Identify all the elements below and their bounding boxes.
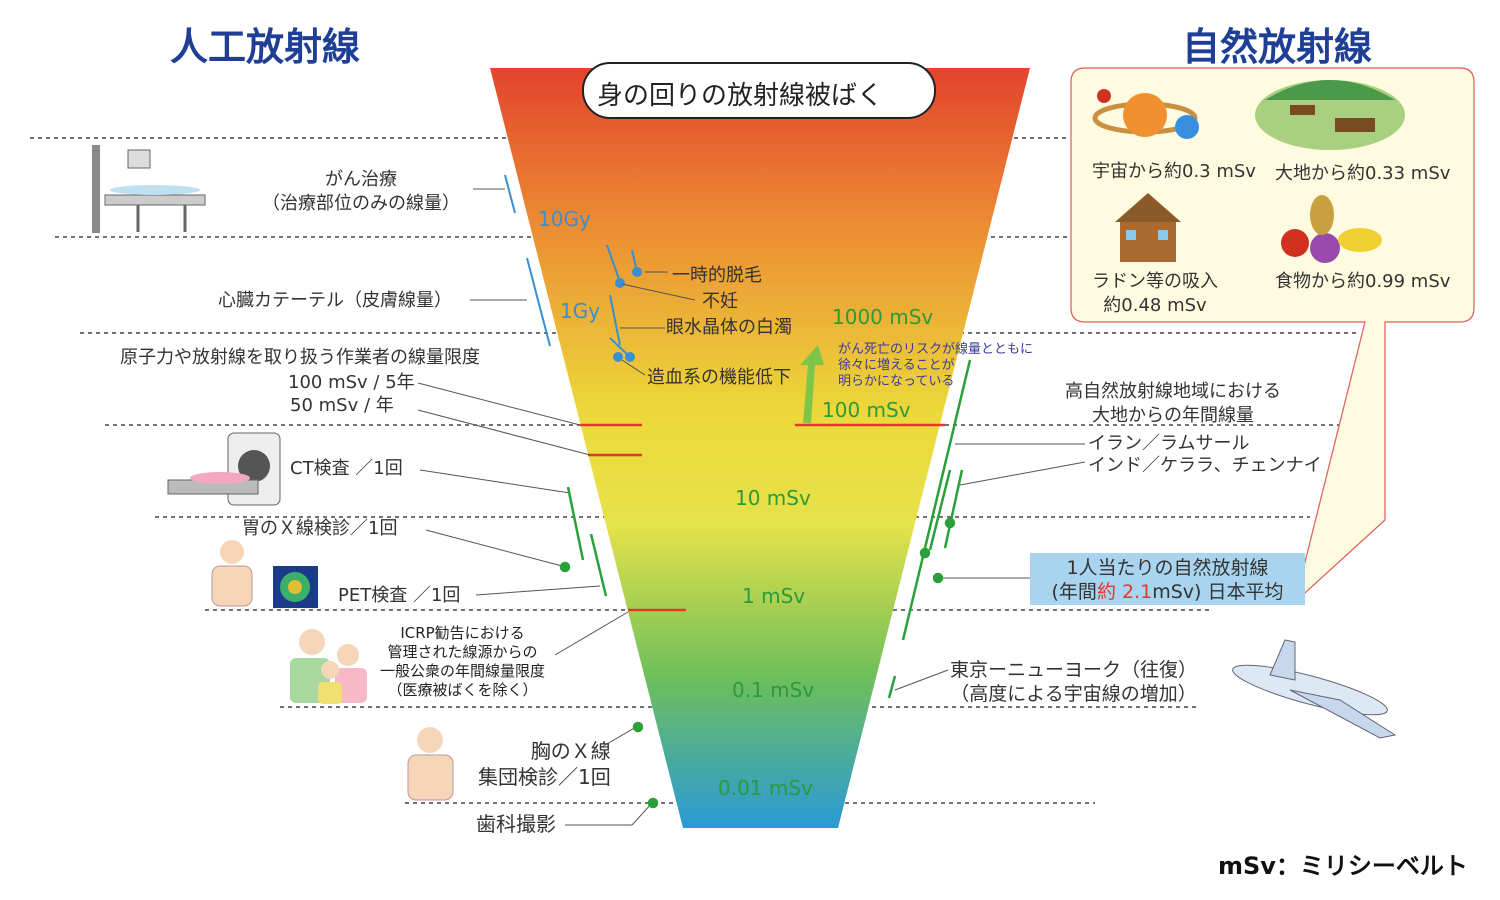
- natural-radiation-title: 自然放射線: [1182, 25, 1373, 69]
- planets-illustration: [1092, 89, 1199, 139]
- label-part: mSv) 日本平均: [1152, 581, 1284, 603]
- worker-limit-title: 原子力や放射線を取り扱う作業者の線量限度: [120, 347, 480, 368]
- house-illustration: [1115, 193, 1181, 262]
- label-line: 胸のＸ線: [530, 739, 611, 763]
- funnel-title: 身の回りの放射線被ばく: [597, 81, 884, 111]
- limit-marks: [580, 423, 945, 612]
- label-line: （治療部位のみの線量）: [262, 193, 460, 214]
- label-line: 高自然放射線地域における: [1065, 381, 1281, 402]
- label-part: (年間: [1051, 581, 1097, 603]
- effect-hair-loss: 一時的脱毛: [672, 265, 762, 286]
- leader-lines: [417, 188, 1086, 826]
- stomach-xray-label: 胃のＸ線検診／1回: [242, 518, 398, 539]
- effect-markers: [504, 174, 642, 362]
- label-line: 一般公衆の年間線量限度: [380, 662, 546, 680]
- label-line: （高度による宇宙線の増加）: [950, 683, 1197, 705]
- chest-xray-label: 胸のＸ線集団検診／1回: [478, 738, 611, 790]
- effect-sterility: 不妊: [702, 291, 738, 312]
- scale-1msv: 1 mSv: [742, 584, 806, 608]
- label-line: 東京ーニューヨーク（往復）: [950, 659, 1198, 681]
- space-radiation-label: 宇宙から約0.3 mSv: [1092, 161, 1256, 182]
- person-illustration: [211, 540, 253, 607]
- average-box: [1030, 553, 1305, 605]
- scale-1gy: 1Gy: [560, 299, 601, 323]
- label-line: がん治療: [325, 169, 397, 190]
- risk-arrow: [800, 345, 824, 423]
- average-value: 約 2.1: [1096, 581, 1153, 603]
- family-illustration: [290, 629, 367, 704]
- ground-radiation-label: 大地から約0.33 mSv: [1275, 163, 1451, 184]
- effect-cataract: 眼水晶体の白濁: [666, 317, 792, 338]
- japan-average-label: 1人当たりの自然放射線 (年間約 2.1mSv) 日本平均: [1040, 556, 1295, 604]
- dose-funnel: [490, 68, 1030, 828]
- cancer-risk-note: がん死亡のリスクが線量とともに徐々に増えることが明らかになっている: [838, 342, 1033, 390]
- label-line: 約0.48 mSv: [1103, 295, 1207, 316]
- flight-label: 東京ーニューヨーク（往復）（高度による宇宙線の増加）: [950, 658, 1197, 706]
- horses-landscape-illustration: [1255, 80, 1405, 150]
- label-line: 管理された線源からの: [387, 643, 538, 661]
- risk-line: 徐々に増えることが: [838, 358, 955, 373]
- pet-label: PET検査 ／1回: [338, 585, 461, 606]
- food-radiation-label: 食物から約0.99 mSv: [1275, 271, 1451, 292]
- label-line: 1人当たりの自然放射線: [1066, 557, 1269, 579]
- label-line: ICRP勧告における: [400, 624, 525, 642]
- label-line: 大地からの年間線量: [1092, 405, 1254, 426]
- india-label: インド／ケララ、チェンナイ: [1088, 455, 1322, 476]
- artificial-radiation-title: 人工放射線: [170, 25, 361, 69]
- airplane-illustration: [1232, 639, 1397, 739]
- food-illustration: [1281, 195, 1382, 263]
- scale-10gy: 10Gy: [538, 207, 591, 231]
- label-line: 集団検診／1回: [478, 765, 611, 789]
- cardiac-catheter-label: 心臓カテーテル（皮膚線量）: [218, 290, 452, 311]
- unit-note: mSv：ミリシーベルト: [1218, 852, 1468, 880]
- scale-01msv: 0.1 mSv: [732, 678, 815, 702]
- label-line: （医療被ばくを除く）: [387, 681, 538, 699]
- ct-label: CT検査 ／1回: [290, 458, 403, 479]
- scale-001msv: 0.01 mSv: [718, 776, 813, 800]
- natural-callout: [1070, 67, 1475, 604]
- radon-label: ラドン等の吸入約0.48 mSv: [1092, 270, 1218, 318]
- exposure-markers: [559, 359, 972, 809]
- icrp-label: ICRP勧告における管理された線源からの一般公衆の年間線量限度（医療被ばくを除く…: [380, 624, 545, 700]
- radiotherapy-bed-illustration: [92, 145, 206, 233]
- risk-line: 明らかになっている: [838, 374, 955, 389]
- high-radiation-areas-label: 高自然放射線地域における大地からの年間線量: [1065, 380, 1281, 428]
- scale-1000msv: 1000 mSv: [832, 305, 934, 329]
- effect-hematopoietic: 造血系の機能低下: [647, 367, 791, 388]
- ct-scanner-illustration: [167, 432, 281, 506]
- worker-limit-yr: 50 mSv / 年: [290, 395, 394, 416]
- dental-label: 歯科撮影: [476, 812, 556, 836]
- chest-xray-person-illustration: [407, 727, 454, 801]
- scale-100msv: 100 mSv: [822, 398, 911, 422]
- cancer-therapy-label: がん治療 （治療部位のみの線量）: [262, 168, 460, 216]
- risk-line: がん死亡のリスクが線量とともに: [838, 342, 1034, 357]
- worker-limit-5yr: 100 mSv / 5年: [288, 372, 415, 393]
- funnel-title-box: [582, 62, 936, 119]
- label-line: ラドン等の吸入: [1092, 271, 1218, 292]
- iran-label: イラン／ラムサール: [1088, 433, 1250, 454]
- scale-10msv: 10 mSv: [735, 486, 811, 510]
